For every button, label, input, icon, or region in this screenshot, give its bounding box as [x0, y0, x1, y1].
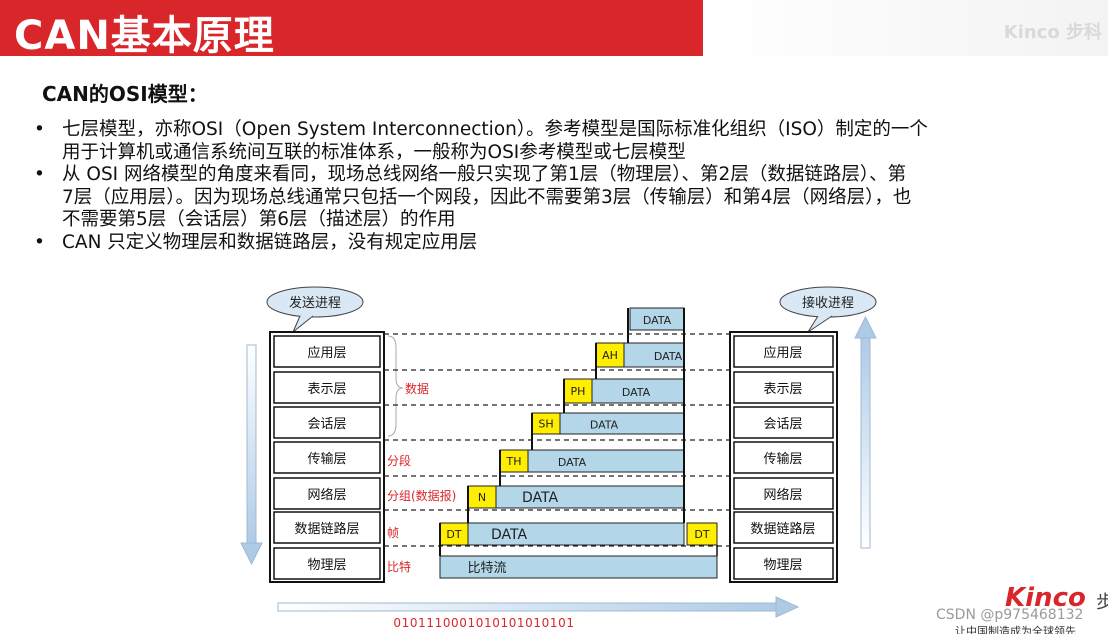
receive-process-label: 接收进程 — [802, 295, 854, 311]
left-layer-label: 应用层 — [307, 345, 346, 361]
bullet-line: 不需要第5层（会话层）第6层（描述层）的作用 — [62, 209, 456, 230]
bitstream-arrow — [277, 596, 800, 618]
left-layer-box — [273, 335, 381, 368]
frame-trailer-block — [686, 522, 718, 546]
left-layer-label: 物理层 — [307, 558, 346, 573]
logo-tail: 步 — [1096, 592, 1108, 613]
bullet-line: 七层模型，亦称OSI（Open System Interconnection）。… — [62, 119, 928, 140]
right-layer-box — [733, 477, 834, 510]
right-layer-box — [733, 406, 834, 439]
left-layer-box — [273, 511, 381, 544]
bullet-list: • 七层模型，亦称OSI（Open System Interconnection… — [34, 119, 1094, 254]
bullet-line: CAN 只定义物理层和数据链路层，没有规定应用层 — [62, 231, 478, 253]
bitstream-text: 0101110001010101010101 — [393, 616, 574, 630]
header-fade — [703, 0, 1108, 56]
send-down-arrow — [240, 344, 263, 566]
bitstream-block — [439, 555, 718, 579]
left-layer-label: 网络层 — [307, 487, 346, 503]
bullet-item: • 从 OSI 网络模型的角度来看同，现场总线网络一般只实现了第1层（物理层）、… — [34, 164, 1094, 232]
side-label: 比特 — [387, 559, 411, 574]
data-label: DATA — [522, 490, 558, 506]
right-layer-box — [733, 547, 834, 580]
data-label: DATA — [643, 314, 672, 327]
bullet-line: 7层（应用层）。因为现场总线通常只包括一个网段，因此不需要第3层（传输层）和第4… — [62, 186, 912, 208]
data-block — [623, 342, 685, 368]
header-label: SH — [538, 418, 553, 431]
left-layer-label: 传输层 — [307, 451, 346, 467]
right-layer-box — [733, 511, 834, 544]
right-layer-label: 应用层 — [763, 345, 802, 361]
header-label: PH — [571, 385, 586, 398]
bullet-dot: • — [34, 119, 45, 140]
right-layer-box — [733, 441, 834, 474]
bullet-dot: • — [34, 231, 45, 253]
left-layer-label: 数据链路层 — [294, 521, 359, 537]
receive-up-arrow — [854, 315, 877, 549]
bitstream-label: 比特流 — [467, 561, 506, 576]
top-right-watermark: Kinco 步科 — [1003, 22, 1102, 43]
send-process-bubble: 发送进程 — [266, 286, 364, 333]
kinco-logo: Kinco — [1005, 583, 1086, 613]
layer-dashed-lines — [384, 333, 730, 547]
right-layer-box — [733, 371, 834, 404]
left-layer-box — [273, 547, 381, 580]
slogan: 让中国制造成为全球领先 — [955, 625, 1076, 634]
header-block — [595, 342, 625, 368]
right-layer-label: 网络层 — [763, 487, 802, 503]
data-label: DATA — [558, 456, 587, 469]
side-label: 分组(数据报) — [387, 488, 456, 503]
header-label: TH — [506, 455, 522, 468]
left-layer-box — [273, 371, 381, 404]
data-block — [559, 412, 685, 435]
side-label: 帧 — [387, 526, 399, 540]
left-layer-box — [273, 477, 381, 510]
frame-data-block — [467, 522, 685, 546]
right-layer-label: 传输层 — [763, 451, 802, 467]
upper-layers-brace — [387, 335, 404, 437]
frame-trailer-label: DT — [694, 528, 709, 541]
receive-process-bubble: 接收进程 — [779, 286, 877, 333]
header-label: N — [478, 491, 486, 504]
data-block — [527, 449, 685, 473]
right-layer-label: 数据链路层 — [750, 521, 815, 537]
left-layer-label: 会话层 — [307, 417, 346, 432]
frame-data-label: DATA — [491, 527, 527, 543]
side-label: 分段 — [387, 453, 411, 468]
bullet-item: • CAN 只定义物理层和数据链路层，没有规定应用层 — [34, 232, 1094, 255]
side-label: 数据 — [405, 381, 429, 396]
data-label: DATA — [622, 386, 651, 399]
left-layer-box — [273, 406, 381, 439]
header-label: AH — [602, 349, 618, 362]
csdn-watermark: CSDN @p975468132 — [936, 607, 1084, 623]
right-layer-label: 表示层 — [763, 382, 802, 397]
left-layer-box — [273, 441, 381, 474]
send-process-label: 发送进程 — [289, 295, 341, 311]
bullet-dot: • — [34, 164, 45, 185]
left-layer-label: 表示层 — [307, 382, 346, 397]
frame-header-label: DT — [446, 528, 461, 541]
title-bar: CAN基本原理 — [0, 0, 703, 59]
right-layer-label: 物理层 — [763, 558, 802, 573]
page-title: CAN基本原理 — [14, 13, 275, 59]
encapsulation-blocks: DATA AH DATA PH DATA SH DATA TH DATA N DATA DT DATA D… — [439, 307, 718, 579]
bullet-line: 从 OSI 网络模型的角度来看同，现场总线网络一般只实现了第1层（物理层）、第2… — [62, 164, 907, 185]
data-label: DATA — [654, 350, 683, 363]
bullet-line: 用于计算机或通信系统间互联的标准体系，一般称为OSI参考模型或七层模型 — [62, 141, 686, 163]
right-layer-box — [733, 335, 834, 368]
data-label: DATA — [590, 419, 619, 432]
section-heading: CAN的OSI模型： — [42, 82, 208, 106]
bullet-item: • 七层模型，亦称OSI（Open System Interconnection… — [34, 119, 1094, 164]
right-layer-label: 会话层 — [763, 417, 802, 432]
